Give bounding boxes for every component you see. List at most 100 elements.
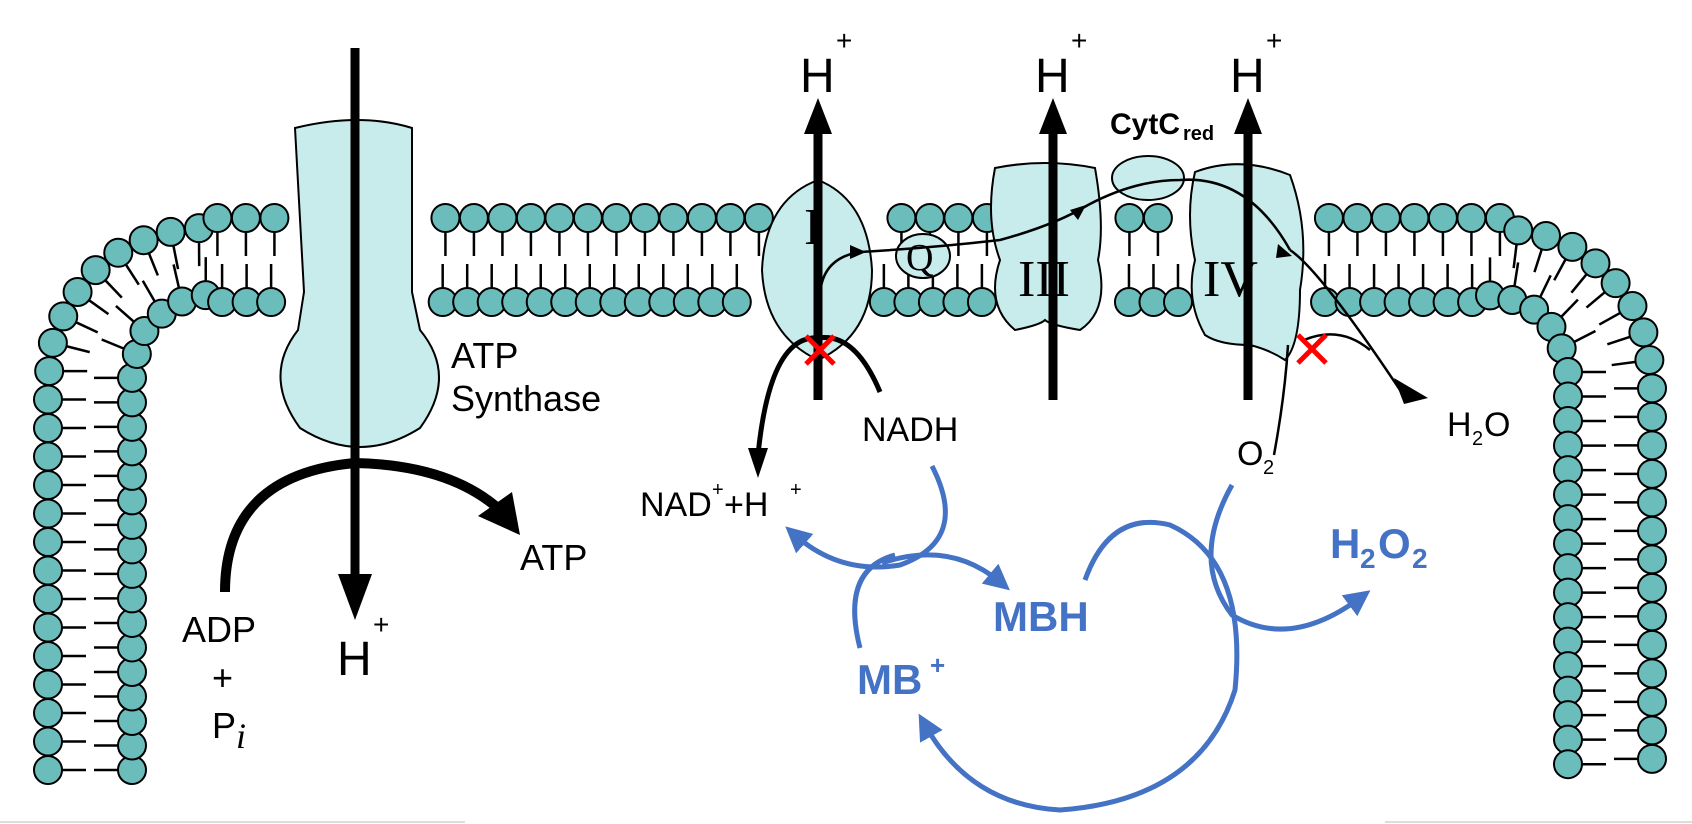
lipid-head [33, 527, 63, 557]
water-arrowhead [1394, 378, 1428, 404]
svg-text:H: H [1447, 406, 1472, 444]
lipid-head [1427, 203, 1458, 233]
lipid-head [886, 203, 917, 233]
lipid-head [1637, 401, 1667, 432]
atp-label: ATP [520, 537, 587, 578]
svg-text:O: O [1378, 520, 1411, 567]
svg-text:+: + [1071, 25, 1087, 56]
svg-text:H: H [337, 633, 372, 686]
adp-label: ADP [182, 609, 256, 650]
complex-iii-label: III [1018, 251, 1070, 308]
svg-text:2: 2 [1412, 543, 1428, 574]
svg-text:CytC: CytC [1110, 108, 1180, 141]
lipid-head [259, 203, 290, 233]
lipid-head [1637, 515, 1667, 546]
atp-synthase-label-line1: ATP [451, 335, 518, 376]
quinone-label: Q [906, 237, 933, 279]
svg-text:+: + [930, 650, 945, 680]
lipid-head [1557, 231, 1588, 262]
lipid-head [601, 203, 632, 233]
svg-text:2: 2 [1263, 457, 1274, 479]
lipid-head [230, 203, 261, 233]
complex-iv-block-mark [1296, 333, 1328, 365]
lipid-head [1628, 317, 1659, 348]
lipid-head [1637, 430, 1667, 461]
h-plus-label-complex-i: H + [800, 25, 852, 103]
electron-arrowhead-iv [1276, 244, 1292, 258]
lipid-head [256, 287, 287, 317]
lipid-head [1114, 203, 1145, 233]
svg-text:+H: +H [724, 486, 768, 524]
svg-text:+: + [836, 25, 852, 56]
lipid-head [715, 203, 746, 233]
svg-text:+: + [790, 479, 802, 501]
svg-text:H: H [1330, 520, 1360, 567]
adp-plus-label: + [212, 657, 233, 698]
svg-text:H: H [1230, 50, 1265, 103]
svg-text:NAD: NAD [640, 486, 712, 524]
lipid-head [33, 612, 63, 643]
lipid-head [1162, 287, 1193, 317]
svg-text:2: 2 [1472, 428, 1483, 450]
lipid-head [202, 203, 233, 233]
oxygen-to-water-path [1303, 333, 1371, 351]
electron-arrowhead-q [850, 245, 866, 259]
svg-text:O: O [1484, 406, 1510, 444]
lipid-head [48, 301, 79, 332]
lipid-head [966, 287, 997, 317]
oxygen-label: O 2 [1237, 435, 1274, 479]
svg-text:H: H [1035, 50, 1070, 103]
atp-synthase-protein [279, 119, 440, 448]
electron-arrowhead-iii [1070, 205, 1086, 220]
proton-down-arrowhead [338, 574, 372, 620]
complex-iv-proton-arrow [1234, 98, 1262, 400]
lipid-head [33, 641, 63, 671]
lipid-head [1637, 544, 1667, 575]
svg-text:+: + [373, 609, 389, 640]
lipid-head [515, 203, 546, 233]
lipid-head [80, 255, 111, 286]
lipid-head [1553, 749, 1583, 780]
water-label: H 2 O [1447, 406, 1510, 450]
lipid-head [33, 384, 63, 415]
lipid-head [103, 237, 134, 268]
lipid-head [62, 276, 93, 307]
lipid-head [1617, 291, 1648, 322]
cytochrome-c-label: CytC red [1110, 108, 1214, 145]
svg-text:H: H [800, 50, 835, 103]
svg-text:MB: MB [857, 656, 922, 703]
lipid-head [155, 216, 186, 247]
nadh-arrowhead [748, 448, 768, 478]
lipid-head [544, 203, 575, 233]
lipid-head [1637, 458, 1667, 489]
lipid-head [458, 203, 489, 233]
svg-text:2: 2 [1360, 543, 1376, 574]
complex-iii-proton-arrow [1039, 98, 1067, 400]
lipid-head [686, 203, 717, 233]
atp-synthase-label-line2: Synthase [451, 378, 601, 419]
lipid-head [487, 203, 518, 233]
svg-text:red: red [1183, 123, 1214, 145]
methylene-blue-cycle [785, 464, 1371, 813]
nadh-label: NADH [862, 411, 958, 449]
lipid-head [1637, 487, 1667, 518]
lipid-head [33, 669, 63, 700]
lipid-head [1637, 715, 1667, 746]
oxygen-input-path [1272, 344, 1290, 456]
hydrogen-peroxide-label: H 2 O 2 [1330, 520, 1428, 574]
lipid-head [658, 203, 689, 233]
svg-text:P: P [212, 705, 236, 746]
lipid-head [1637, 658, 1667, 689]
lipid-head [743, 203, 774, 233]
lipid-head [914, 203, 945, 233]
lipid-head [33, 584, 63, 614]
lipid-head [1600, 268, 1631, 299]
lipid-head [128, 225, 159, 256]
svg-text:+: + [712, 479, 724, 501]
complex-i-block-mark [804, 334, 836, 366]
svg-text:+: + [1266, 25, 1282, 56]
complex-i-label: I [804, 199, 821, 256]
lipid-head [943, 203, 974, 233]
lipid-head [37, 327, 68, 358]
